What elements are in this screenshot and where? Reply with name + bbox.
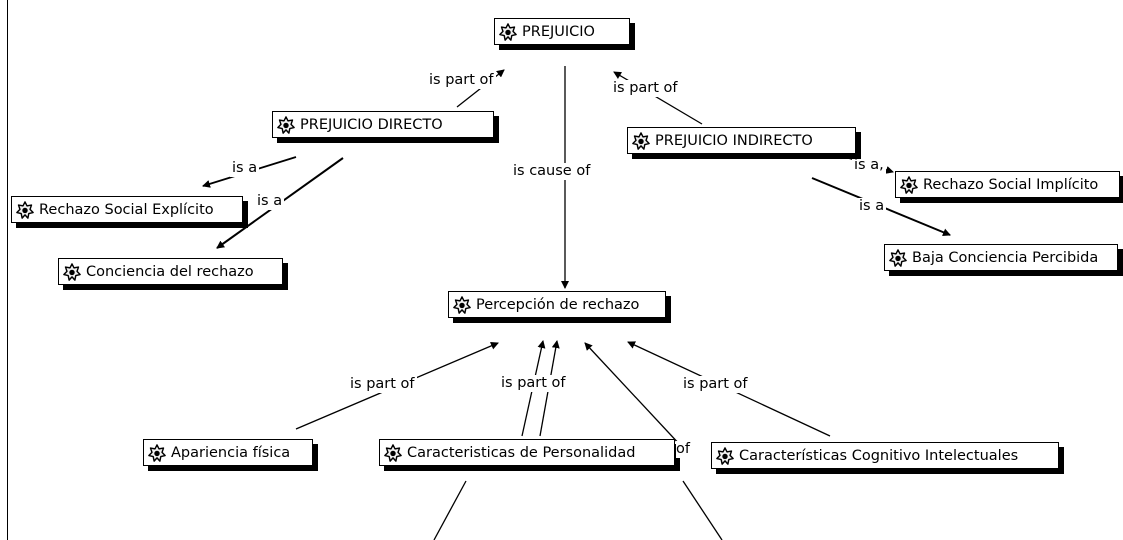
concept-label: Caracteristicas de Personalidad (407, 444, 636, 461)
concept-node-caracteristicas-personalidad[interactable]: Caracteristicas de Personalidad (379, 439, 675, 466)
link-label-partial-of: of (676, 441, 690, 458)
concept-label: Percepción de rechazo (476, 296, 640, 313)
concept-node-prejuicio-directo[interactable]: PREJUICIO DIRECTO (272, 111, 494, 138)
concept-label: PREJUICIO (522, 23, 595, 40)
concept-label: Características Cognitivo Intelectuales (739, 447, 1019, 464)
link-label-is-a-baja: is a (857, 198, 887, 215)
edge-personalidad-down (433, 480, 467, 540)
concept-label: Conciencia del rechazo (86, 263, 254, 280)
concept-node-icon (63, 263, 81, 281)
concept-label: PREJUICIO INDIRECTO (655, 132, 813, 149)
concept-node-rechazo-explicito[interactable]: Rechazo Social Explícito (11, 196, 243, 223)
concept-node-percepcion-rechazo[interactable]: Percepción de rechazo (448, 291, 666, 318)
concept-node-icon (716, 447, 734, 465)
concept-node-prejuicio-indirecto[interactable]: PREJUICIO INDIRECTO (627, 127, 856, 154)
concept-label: PREJUICIO DIRECTO (300, 116, 443, 133)
concept-label: Rechazo Social Explícito (39, 201, 214, 218)
link-label-apariencia-part-of: is part of (348, 376, 417, 393)
concept-node-icon (499, 23, 517, 41)
concept-node-rechazo-implicito[interactable]: Rechazo Social Implícito (895, 171, 1120, 198)
link-label-personalidad-part-of: is part of (499, 375, 568, 392)
concept-node-icon (632, 132, 650, 150)
link-label-cause-of: is cause of (511, 163, 593, 180)
canvas-left-border (7, 0, 8, 540)
concept-label: Apariencia física (171, 444, 291, 461)
concept-node-baja-conciencia[interactable]: Baja Conciencia Percibida (884, 244, 1118, 271)
concept-node-icon (900, 176, 918, 194)
concept-node-icon (148, 444, 166, 462)
concept-node-apariencia-fisica[interactable]: Apariencia física (143, 439, 313, 466)
link-label-directo-part-of: is part of (427, 72, 496, 89)
concept-label: Rechazo Social Implícito (923, 176, 1099, 193)
link-label-is-a-explicito: is a (230, 160, 260, 177)
link-label-cognitivo-part-of: is part of (681, 376, 750, 393)
concept-node-prejuicio[interactable]: PREJUICIO (494, 18, 630, 45)
link-label-is-a-conciencia: is a (255, 193, 285, 210)
concept-node-icon (453, 296, 471, 314)
concept-node-icon (277, 116, 295, 134)
concept-node-icon (889, 249, 907, 267)
concept-node-conciencia-rechazo[interactable]: Conciencia del rechazo (58, 258, 283, 285)
concept-node-icon (16, 201, 34, 219)
link-label-is-a-implicito: is a, (852, 157, 886, 174)
concept-node-caracteristicas-cognitivo[interactable]: Características Cognitivo Intelectuales (711, 442, 1059, 469)
edge-bottom-percepcion (584, 342, 683, 448)
concept-label: Baja Conciencia Percibida (912, 249, 1099, 266)
edge-right-down (682, 480, 723, 540)
link-label-indirecto-part-of: is part of (611, 80, 680, 97)
concept-node-icon (384, 444, 402, 462)
